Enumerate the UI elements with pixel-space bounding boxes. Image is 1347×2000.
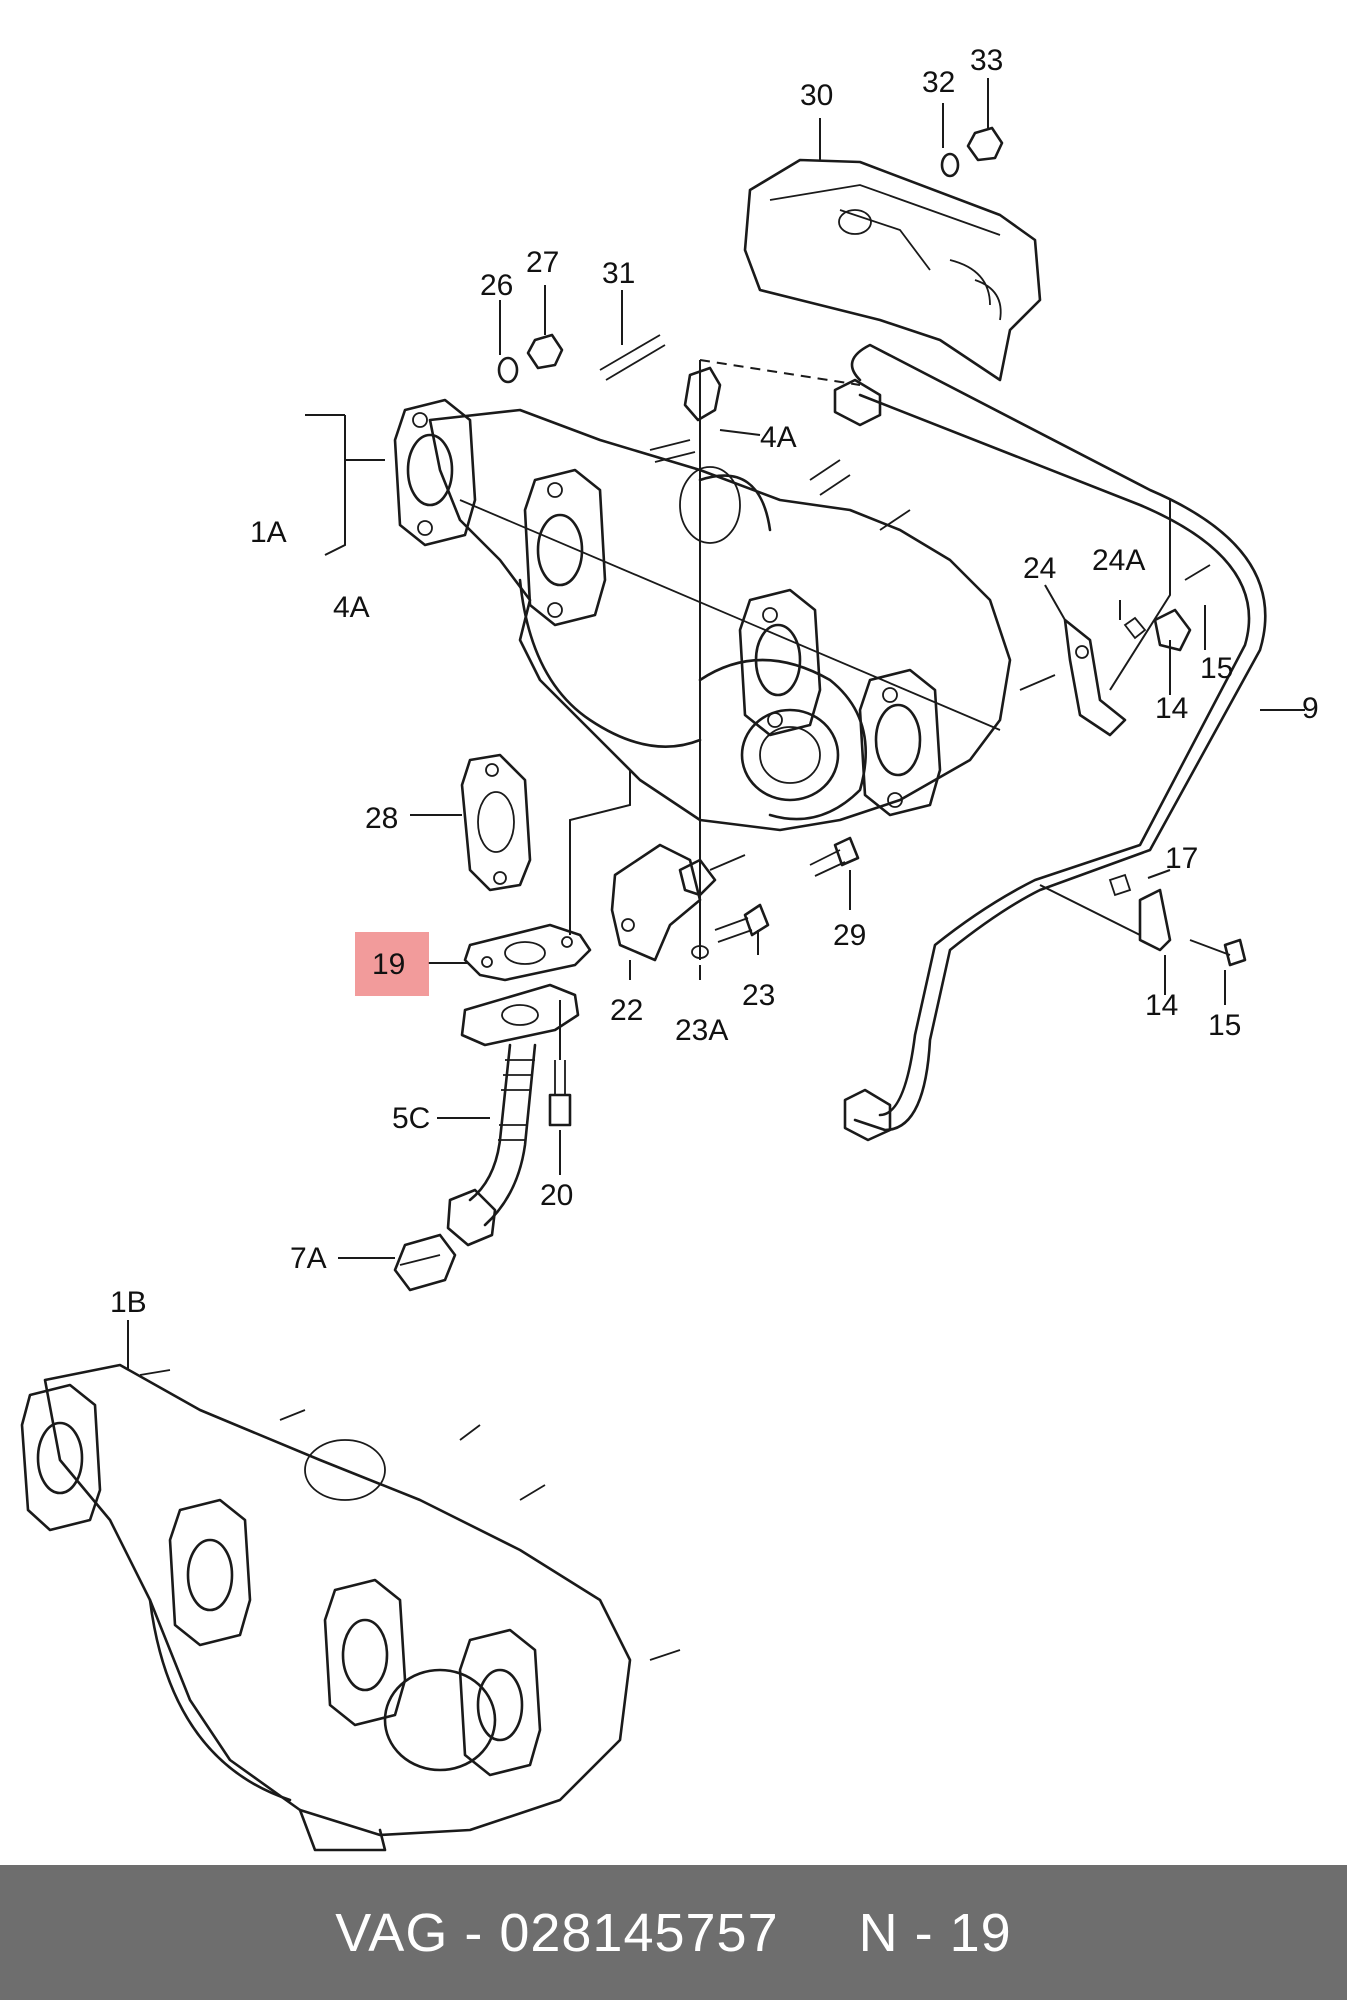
exhaust-manifold-turbo[interactable]: [393, 398, 1056, 832]
banjo-4a[interactable]: [683, 360, 722, 422]
callout-33: 33: [970, 44, 1003, 77]
callout-22: 22: [610, 994, 643, 1027]
gasket-19[interactable]: [463, 923, 592, 982]
oil-return-line-5c[interactable]: [393, 983, 580, 1292]
nut-27[interactable]: [526, 333, 564, 370]
exhaust-manifold-variant-1b[interactable]: [20, 1363, 681, 1852]
callout-32: 32: [922, 66, 955, 99]
callout-26: 26: [480, 269, 513, 302]
callout-24a: 24A: [1092, 544, 1145, 577]
callout-4a-left: 4A: [333, 591, 370, 624]
callout-17: 17: [1165, 842, 1198, 875]
heat-shield[interactable]: [743, 158, 1042, 382]
diagram-position: N - 19: [858, 1902, 1012, 1963]
callout-29: 29: [833, 919, 866, 952]
leader-lines: [127, 78, 1305, 1370]
callout-31: 31: [602, 257, 635, 290]
callout-7a: 7A: [290, 1242, 327, 1275]
callout-1b: 1B: [110, 1286, 147, 1319]
callout-14-upper: 14: [1155, 692, 1188, 725]
callout-30: 30: [800, 79, 833, 112]
callout-14-lower: 14: [1145, 989, 1178, 1022]
callout-4a-right: 4A: [760, 421, 797, 454]
part-number-footer: VAG - 028145757 N - 19: [0, 1865, 1347, 2000]
callout-labels: 30 32 33 26 27 31 4A 1A 4A 24 24A 15 14 …: [110, 44, 1319, 1319]
gasket-28[interactable]: [460, 753, 532, 892]
callout-1a: 1A: [250, 516, 287, 549]
callout-15-upper: 15: [1200, 652, 1233, 685]
bracket-22[interactable]: [610, 843, 746, 962]
part-number: 028145757: [499, 1902, 779, 1963]
callout-28: 28: [365, 802, 398, 835]
callout-19-highlight: [355, 932, 429, 996]
oil-supply-pipe[interactable]: [833, 343, 1267, 1142]
bolt-20[interactable]: [548, 1060, 572, 1127]
washer-32[interactable]: [940, 152, 960, 178]
callout-23: 23: [742, 979, 775, 1012]
callout-19: 19: [372, 948, 405, 981]
parts-diagram: 30 32 33 26 27 31 4A 1A 4A 24 24A 15 14 …: [20, 44, 1319, 1852]
callout-5c: 5C: [392, 1102, 430, 1135]
clip-14-lower[interactable]: [1108, 873, 1247, 967]
nut-33[interactable]: [966, 126, 1004, 162]
bolt-23[interactable]: [691, 903, 770, 959]
callout-9: 9: [1302, 692, 1319, 725]
brand-name: VAG: [335, 1902, 449, 1963]
footer-text: VAG - 028145757 N - 19: [335, 1902, 1011, 1964]
callout-23a: 23A: [675, 1014, 728, 1047]
washer-26[interactable]: [497, 356, 519, 384]
bracket-24[interactable]: [1063, 564, 1211, 737]
callout-20: 20: [540, 1179, 573, 1212]
bolt-29[interactable]: [809, 836, 860, 877]
callout-24: 24: [1023, 552, 1056, 585]
callout-27: 27: [526, 246, 559, 279]
footer-separator: -: [448, 1902, 500, 1963]
stud-31[interactable]: [599, 334, 666, 381]
callout-15-lower: 15: [1208, 1009, 1241, 1042]
